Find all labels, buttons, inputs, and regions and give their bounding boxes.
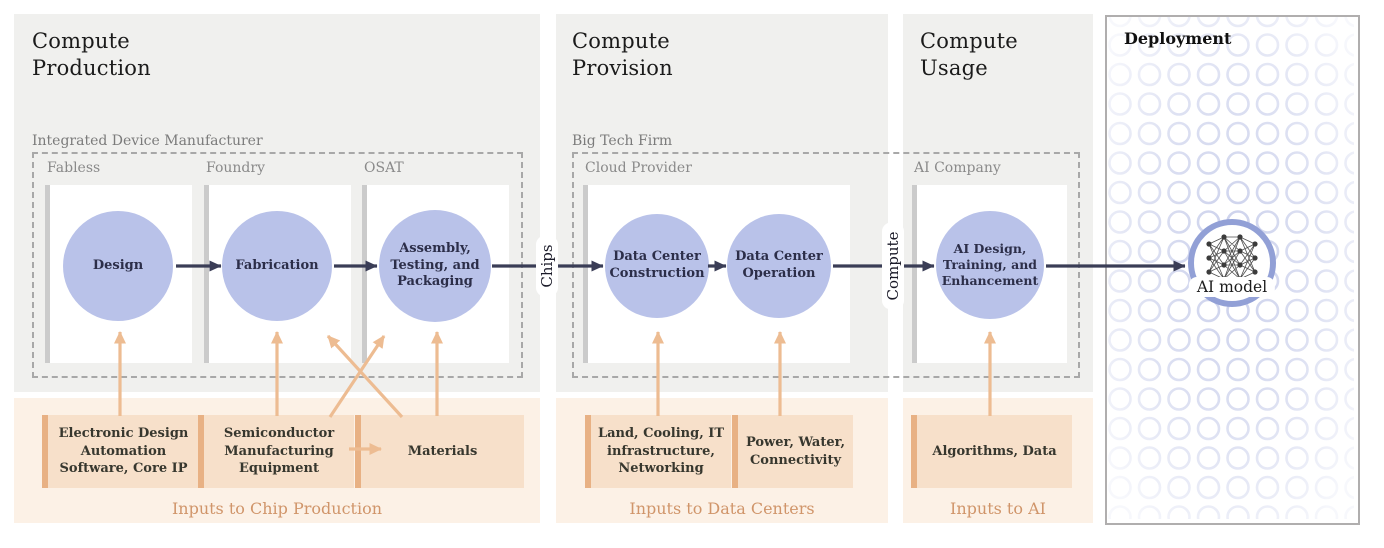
flow-label-chips: Chips [536,235,558,297]
node-assembly-testing-packaging: Assembly, Testing, and Packaging [379,210,491,322]
label-ai-company: AI Company [914,160,1001,176]
caption-inputs-to-data-centers: Inputs to Data Centers [629,499,815,518]
title-deployment: Deployment [1124,29,1232,48]
node-fabrication: Fabrication [222,211,332,321]
input-eda-software-core-ip: Electronic Design Automation Software, C… [42,415,199,488]
label-fabless: Fabless [47,160,101,176]
title-compute-usage: Compute Usage [920,29,1018,80]
caption-inputs-to-chip-production: Inputs to Chip Production [171,499,383,518]
label-osat: OSAT [364,160,404,176]
label-cloud-provider: Cloud Provider [585,160,692,176]
ai-model-label: AI model [1188,277,1276,297]
input-semiconductor-manufacturing-equipment: Semiconductor Manufacturing Equipment [198,415,354,488]
node-ai-design-training-enhancement: AI Design, Training, and Enhance­ment [936,211,1044,319]
node-design: Design [63,211,173,321]
label-big-tech-firm: Big Tech Firm [572,133,673,149]
title-compute-provision: Compute Provision [572,29,673,80]
input-algorithms-data: Algorithms, Data [911,415,1072,488]
node-data-center-construction: Data Center Construction [605,214,709,318]
input-power-water-connectivity: Power, Water, Connectivity [732,415,853,488]
caption-inputs-to-ai: Inputs to AI [950,499,1046,518]
input-materials: Materials [355,415,524,488]
flow-label-compute: Compute [882,222,904,310]
node-data-center-operation: Data Center Operation [727,214,831,318]
label-foundry: Foundry [206,160,265,176]
title-compute-production: Compute Production [32,29,151,80]
label-integrated-device-manufacturer: Integrated Device Manufacturer [32,133,263,149]
input-land-cooling-it-networking: Land, Cooling, IT infrastructure, Networ… [585,415,731,488]
